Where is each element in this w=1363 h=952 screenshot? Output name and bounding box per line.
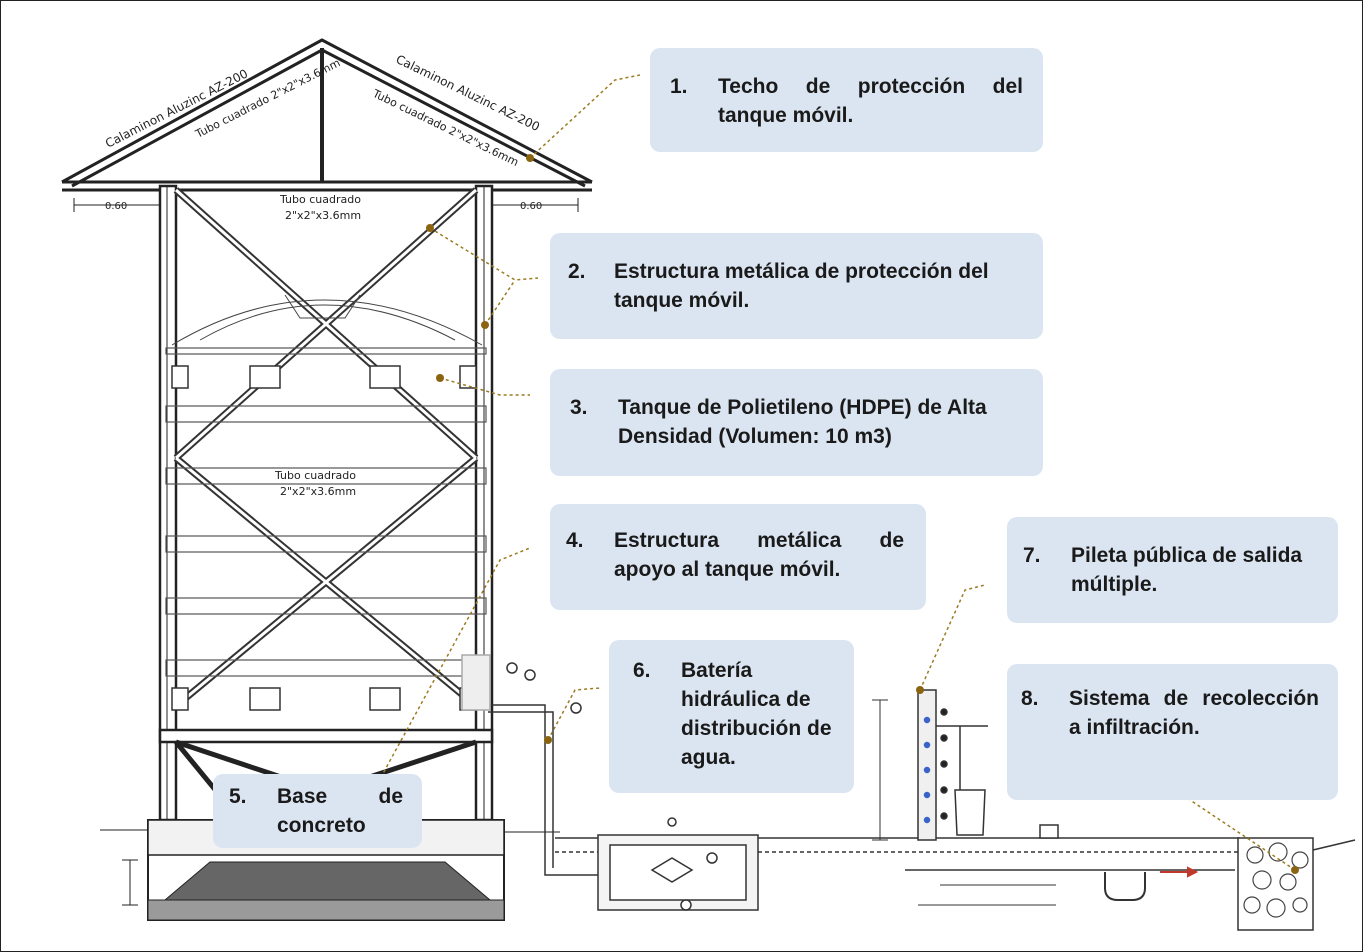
callout-2-number: 2.	[568, 260, 586, 283]
callout-2: 2. Estructura metálica de protección del…	[550, 233, 1043, 339]
leader-dots	[371, 154, 1299, 874]
callout-6: 6. Batería hidráulica de distribución de…	[609, 640, 854, 793]
gravel-pit	[1237, 837, 1356, 931]
callout-7: 7. Pileta pública de salida múltiple.	[1007, 517, 1338, 623]
callout-1-number: 1.	[670, 75, 688, 98]
callout-1: 1. Techo de protección del tanque móvil.	[650, 48, 1043, 152]
callout-8-text: Sistema de recolección a infiltración.	[1069, 687, 1319, 739]
callout-7-text: Pileta pública de salida múltiple.	[1071, 544, 1303, 596]
roof-label-right: Calaminon Aluzinc AZ-200	[394, 52, 542, 134]
callout-2-text: Estructura metálica de protección del ta…	[614, 260, 989, 312]
public-faucet	[917, 689, 1059, 841]
tube-label-mid-dim: 2"x2"x3.6mm	[280, 485, 356, 498]
callout-5: 5. Base de concreto	[213, 774, 422, 848]
callout-8-number: 8.	[1021, 687, 1039, 710]
infiltration-trap	[1104, 866, 1199, 901]
roof-outline	[61, 38, 593, 184]
tube-label-mid: Tubo cuadrado	[274, 469, 356, 482]
callout-4-text: Estructura metálica de apoyo al tanque m…	[614, 529, 904, 581]
tube-label-top: Tubo cuadrado	[279, 193, 361, 206]
faucet-dimensions	[872, 699, 1056, 906]
callout-6-number: 6.	[633, 659, 651, 682]
callout-5-text: Base de concreto	[277, 785, 403, 837]
callout-7-number: 7.	[1023, 544, 1041, 567]
tube-label-top-dim: 2"x2"x3.6mm	[285, 209, 361, 222]
callout-3-text: Tanque de Polietileno (HDPE) de Alta Den…	[618, 396, 987, 448]
callout-8: 8. Sistema de recolección a infiltración…	[1007, 664, 1338, 800]
tower-columns	[158, 184, 494, 822]
roof	[61, 38, 593, 192]
callout-3-number: 3.	[570, 396, 588, 419]
callout-1-text: Techo de protección del tanque móvil.	[718, 75, 1023, 127]
callout-4: 4. Estructura metálica de apoyo al tanqu…	[550, 504, 926, 610]
ground-dim-left	[122, 859, 138, 906]
callout-3: 3. Tanque de Polietileno (HDPE) de Alta …	[550, 369, 1043, 476]
callout-6-text: Batería hidráulica de distribución de ag…	[681, 659, 832, 769]
cross-bracing-inner	[175, 188, 477, 708]
callout-4-number: 4.	[566, 529, 584, 552]
leader-lines	[374, 74, 1296, 871]
overhang-dimensions	[73, 198, 579, 212]
cross-bracing	[173, 187, 479, 709]
tank-dome	[171, 294, 483, 346]
valve-chamber	[597, 817, 759, 911]
dim-overhang-right: 0.60	[520, 201, 542, 212]
callout-5-number: 5.	[229, 785, 247, 808]
roof-label-left: Calaminon Aluzinc AZ-200	[103, 66, 250, 150]
hydraulic-pipe	[461, 654, 600, 876]
dim-overhang-left: 0.60	[105, 201, 127, 212]
